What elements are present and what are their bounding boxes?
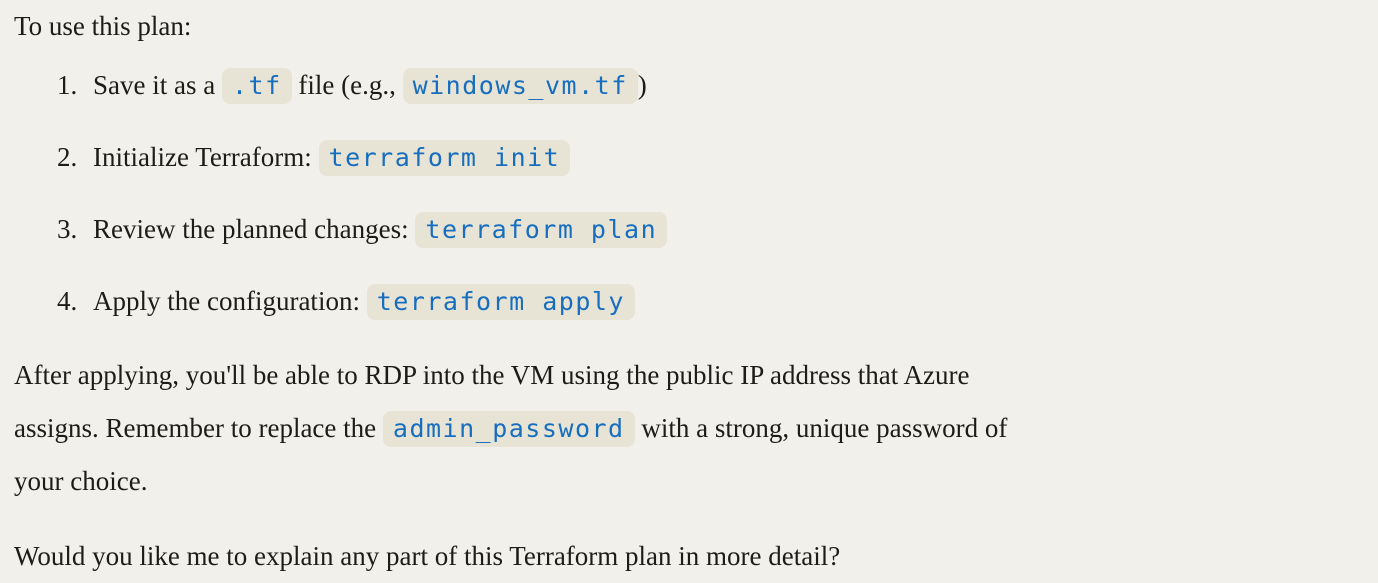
list-item-text: Initialize Terraform: terraform init: [93, 131, 1360, 184]
list-item: 4. Apply the configuration: terraform ap…: [57, 275, 1360, 328]
text-run: with a strong, unique password of: [634, 413, 1008, 443]
list-marker: 4.: [57, 286, 78, 316]
intro-paragraph: To use this plan:: [14, 11, 192, 41]
list-item: 1. Save it as a .tf file (e.g., windows_…: [57, 59, 1360, 112]
list-marker: 2.: [57, 142, 78, 172]
text-run: assigns. Remember to replace the: [14, 413, 383, 443]
text-run: Apply the configuration:: [93, 286, 367, 316]
list-marker: 3.: [57, 214, 78, 244]
inline-code: admin_password: [382, 411, 635, 447]
list-item: 2. Initialize Terraform: terraform init: [57, 131, 1360, 184]
closing-question: Would you like me to explain any part of…: [14, 541, 841, 571]
inline-code: terraform apply: [366, 284, 635, 320]
text-run: Review the planned changes:: [93, 214, 416, 244]
inline-code: windows_vm.tf: [402, 68, 638, 104]
inline-code: terraform plan: [415, 212, 668, 248]
text-run: ): [637, 70, 647, 100]
text-run: Save it as a: [93, 70, 222, 100]
inline-code: .tf: [221, 68, 292, 104]
list-item-text: Save it as a .tf file (e.g., windows_vm.…: [93, 59, 1360, 112]
steps-list: 1. Save it as a .tf file (e.g., windows_…: [14, 59, 1360, 328]
text-run: After applying, you'll be able to RDP in…: [14, 360, 970, 390]
list-item-text: Apply the configuration: terraform apply: [93, 275, 1360, 328]
text-run: your choice.: [14, 466, 148, 496]
list-marker: 1.: [57, 70, 78, 100]
after-apply-paragraph: After applying, you'll be able to RDP in…: [14, 349, 1360, 508]
list-item-text: Review the planned changes: terraform pl…: [93, 203, 1360, 256]
text-run: Initialize Terraform:: [93, 142, 319, 172]
inline-code: terraform init: [318, 140, 571, 176]
list-item: 3. Review the planned changes: terraform…: [57, 203, 1360, 256]
text-run: file (e.g.,: [291, 70, 403, 100]
